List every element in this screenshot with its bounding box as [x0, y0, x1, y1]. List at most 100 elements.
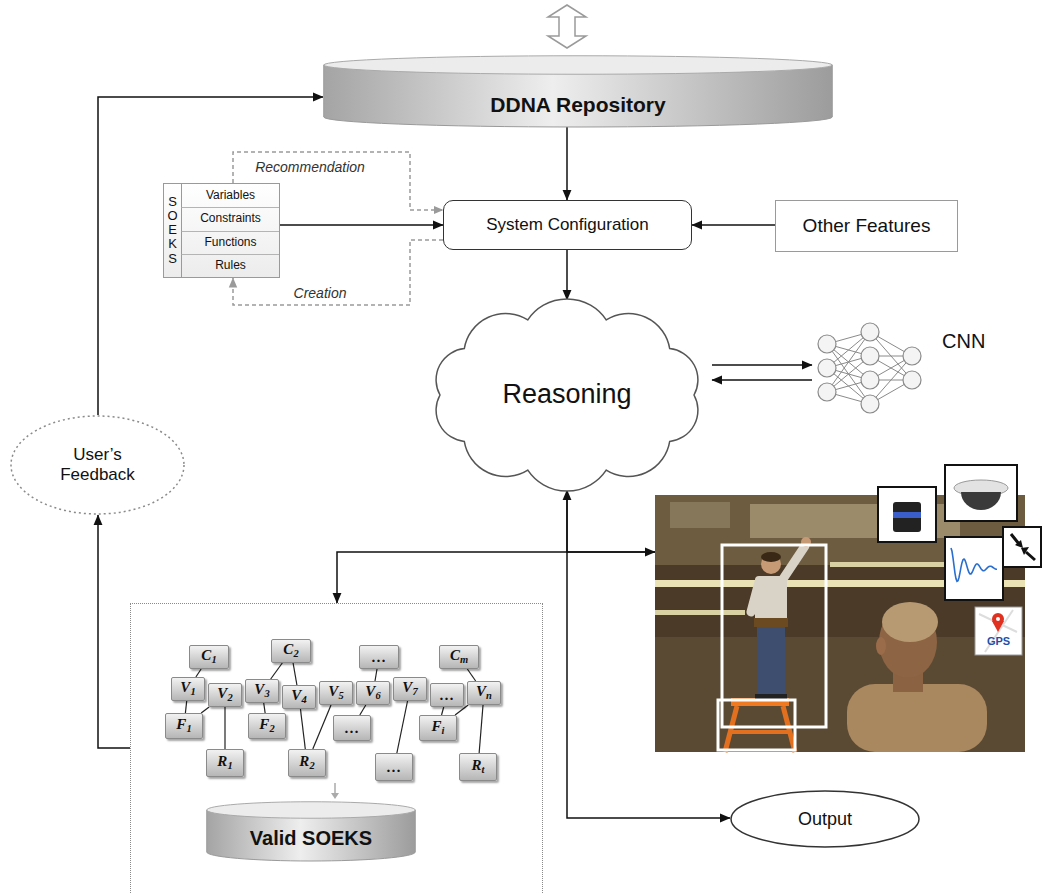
node-label: …: [387, 760, 402, 775]
connector: [712, 364, 812, 366]
connector: [224, 707, 225, 749]
network-neuron: [861, 371, 879, 389]
soeks-panel: C1C2…CmV1V2V3V4V5V6V7…VnF1F2…FiR1R2…RtVa…: [130, 603, 543, 894]
network-neuron: [861, 323, 879, 341]
worker-arm: [751, 582, 759, 612]
subscript: 1: [190, 686, 195, 697]
process-box: System Configuration: [443, 200, 692, 250]
connector: [442, 707, 444, 715]
soeks-tile: …: [333, 715, 371, 741]
subscript: n: [486, 690, 492, 701]
subscript: 2: [309, 760, 314, 771]
node-label: Output: [798, 809, 852, 830]
network-neuron: [861, 395, 879, 413]
cloud-outline: [436, 299, 698, 491]
connector: [201, 707, 209, 713]
air-duct: [670, 502, 730, 528]
soeks-tile: Cm: [439, 645, 479, 669]
output-ellipse: Output: [730, 790, 920, 848]
connector: [264, 703, 265, 713]
node-label: User’s Feedback: [50, 445, 145, 484]
soeks-tile: …: [359, 645, 399, 669]
flow-arrow-shaft: [334, 783, 336, 794]
lidar-band: [893, 512, 921, 518]
soeks-tile: F1: [165, 713, 203, 739]
back-wall: [655, 637, 1025, 752]
node-label: Rules: [181, 254, 279, 277]
node-label: …: [345, 721, 360, 736]
network-neuron: [818, 383, 836, 401]
node-label: GPS: [975, 635, 1022, 648]
photo-ground: [655, 495, 1025, 752]
subscript: 6: [375, 690, 380, 701]
network-neuron: [818, 359, 836, 377]
edge-label: Creation: [291, 285, 350, 301]
network-neuron: [818, 335, 836, 353]
soeks-tile: V7: [393, 677, 427, 701]
connector: [293, 663, 297, 685]
impact-arrows: [1011, 534, 1035, 560]
subscript: m: [460, 654, 468, 665]
connector: [185, 701, 186, 713]
subscript: 1: [227, 760, 232, 771]
ladder-leg: [725, 706, 737, 752]
worker-arm: [781, 546, 805, 582]
repository-cylinder: DDNA Repository: [323, 55, 833, 127]
node-label: C1: [201, 648, 216, 665]
cylinder-top: [324, 56, 833, 75]
subscript: 2: [269, 723, 274, 734]
connector: [712, 379, 812, 381]
subscript: 5: [338, 690, 343, 701]
updown-arrow-icon: [548, 5, 586, 48]
connector: [692, 224, 775, 226]
camera-icon: [945, 465, 1017, 521]
node-label: V3: [254, 682, 269, 699]
soeks-tile: R1: [206, 749, 244, 777]
soeks-tile: R2: [288, 749, 326, 777]
soeks-tile: V4: [282, 685, 316, 709]
node-label: V4: [291, 688, 306, 705]
worker-trousers: [757, 622, 785, 698]
subscript: 4: [301, 694, 306, 705]
node-label: Vn: [476, 684, 492, 701]
node-label: C2: [283, 642, 298, 659]
gps-pin-hole: [996, 617, 1000, 621]
node-label: Rt: [472, 758, 485, 775]
impact-arrowhead: [1015, 540, 1023, 548]
soeks-tile: C2: [271, 639, 311, 663]
soeks-tile: Fi: [419, 715, 457, 741]
subscript: t: [482, 764, 485, 775]
node-label: CNN: [942, 330, 985, 353]
connector: [337, 552, 655, 603]
node-label: DDNA Repository: [490, 93, 665, 117]
feature-box: Other Features: [775, 200, 958, 252]
soeks-tile: V3: [245, 679, 279, 703]
subscript: 7: [412, 686, 417, 697]
connector: [467, 669, 475, 681]
subscript: i: [442, 725, 445, 736]
node-label: SOEKS: [166, 195, 179, 266]
detection-box: [718, 700, 795, 750]
connector: [567, 490, 655, 552]
node-label: F1: [176, 717, 191, 734]
connector: [98, 515, 130, 748]
connector: [300, 709, 305, 749]
node-label: Cm: [450, 648, 468, 665]
valid-soeks-cylinder: Valid SOEKS: [206, 801, 416, 861]
soeks-table: SOEKSVariablesConstraintsFunctionsRules: [163, 183, 280, 278]
connector: [397, 701, 408, 753]
cnn-node: CNN: [812, 318, 992, 418]
node-label: Constraints: [181, 207, 279, 230]
observer-ear: [876, 637, 886, 655]
reasoning-cloud: Reasoning: [422, 300, 712, 490]
soeks-tile: F2: [248, 713, 286, 739]
soeks-tile: …: [375, 753, 413, 781]
soeks-tile: …: [430, 683, 464, 707]
worker-shoes: [755, 694, 787, 699]
ladder-step: [731, 730, 789, 734]
node-label: V2: [217, 686, 232, 703]
network-neuron: [903, 347, 921, 365]
network-neuron: [861, 347, 879, 365]
connector: [98, 97, 323, 415]
impact-icon: [1003, 527, 1041, 567]
